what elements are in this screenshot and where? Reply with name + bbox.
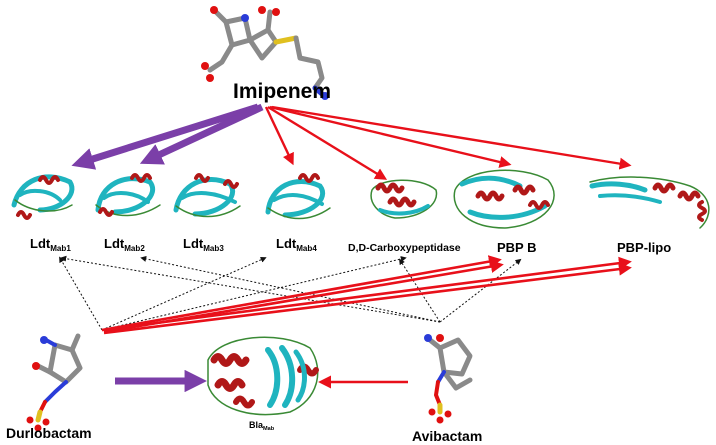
label-ddcarboxypeptidase: D,D-Carboxypeptidase xyxy=(348,242,461,254)
imipenem-structure xyxy=(201,6,329,100)
purple-arrows xyxy=(71,103,264,170)
label-ldt2: LdtMab2 xyxy=(104,236,145,253)
arrow-dur-pbplipo-2 xyxy=(103,262,632,335)
protein-blamab xyxy=(207,336,319,416)
arrow-dur-pbplipo-1 xyxy=(101,256,632,332)
label-durlobactam: Durlobactam xyxy=(6,425,92,441)
red-arrows-durlobactam xyxy=(101,255,632,335)
dotted-avi-ldt1 xyxy=(60,255,441,323)
protein-pbpb xyxy=(453,169,555,229)
dotted-dur-ldt1 xyxy=(59,256,103,331)
dotted-dur-ldt4 xyxy=(101,256,267,331)
dotted-avi-ddcp xyxy=(399,258,441,323)
arrow-imipenem-pbpb xyxy=(269,105,512,168)
dotted-avi-pbpb xyxy=(439,258,522,323)
dotted-avi-ldt2 xyxy=(140,255,441,323)
label-pbplipo: PBP-lipo xyxy=(617,240,672,255)
avibactam-structure xyxy=(424,334,473,424)
label-imipenem: Imipenem xyxy=(233,80,332,103)
label-avibactam: Avibactam xyxy=(412,428,483,444)
label-pbpb: PBP B xyxy=(497,240,537,255)
arrow-imipenem-ddcp xyxy=(267,105,388,180)
dotted-arrows xyxy=(59,255,522,331)
red-arrows-imipenem xyxy=(264,105,632,180)
arrow-imipenem-ldt4 xyxy=(264,106,294,166)
protein-ddcp xyxy=(370,179,438,219)
protein-ldt3 xyxy=(173,173,241,218)
protein-ldt2 xyxy=(95,173,161,217)
arrow-imipenem-ldt2 xyxy=(139,103,264,165)
arrow-imipenem-ldt1 xyxy=(71,103,260,170)
arrow-dur-pbpb-1 xyxy=(101,255,502,332)
dotted-dur-ddcp xyxy=(101,256,407,331)
arrow-imipenem-pbplipo xyxy=(271,105,632,170)
protein-ldt4 xyxy=(265,173,331,220)
durlobactam-structure xyxy=(26,333,83,432)
label-ldt4: LdtMab4 xyxy=(276,236,317,253)
protein-pbplipo xyxy=(589,176,710,229)
label-ldt1: LdtMab1 xyxy=(30,236,71,253)
label-blamab: BlaMab xyxy=(249,420,275,432)
label-ldt3: LdtMab3 xyxy=(183,236,224,253)
protein-ldt1 xyxy=(11,174,75,220)
